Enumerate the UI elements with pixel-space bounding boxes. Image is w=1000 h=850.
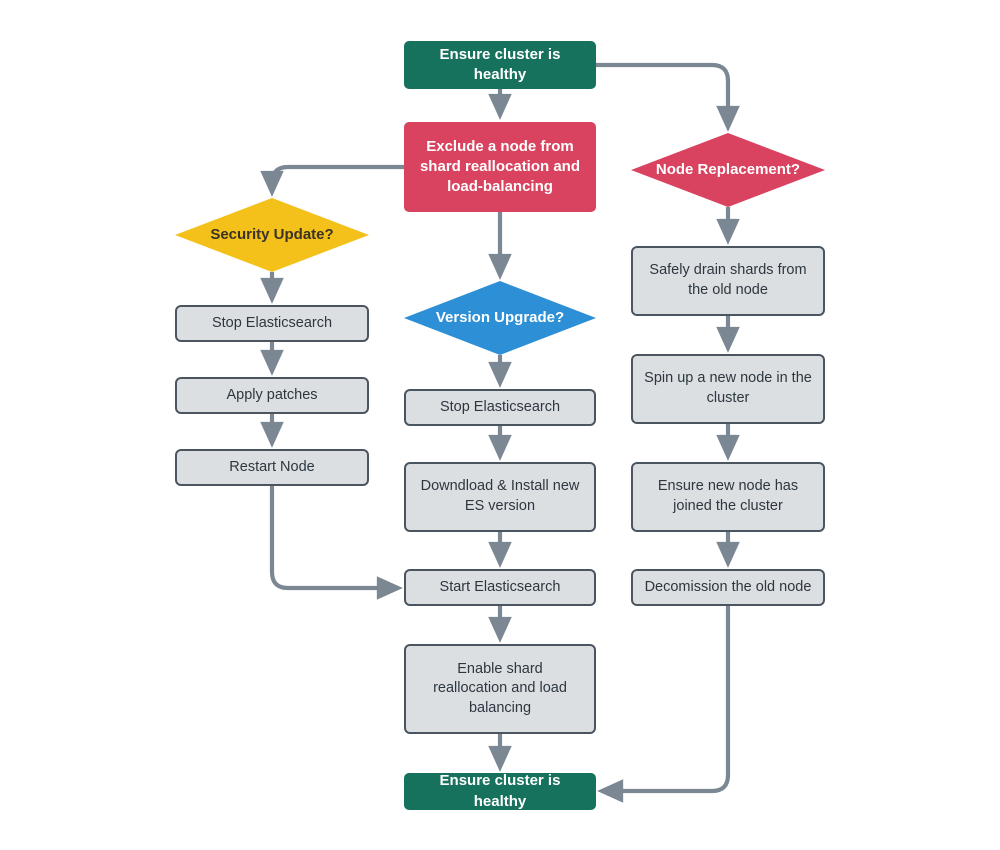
node-drain-shards[interactable]: Safely drain shards from the old node	[631, 246, 825, 316]
node-ensure-node-joined[interactable]: Ensure new node has joined the cluster	[631, 462, 825, 532]
node-label: Stop Elasticsearch	[439, 398, 561, 415]
node-label: Decomission the old node	[644, 578, 812, 595]
node-start-elasticsearch[interactable]: Start Elasticsearch	[404, 569, 596, 606]
edge-decomission-to-end-health	[597, 606, 731, 803]
node-label: Node Replacement?	[655, 160, 801, 178]
node-exclude-node[interactable]: Exclude a node from shard reallocation a…	[404, 122, 596, 212]
node-spin-up-node[interactable]: Spin up a new node in the cluster	[631, 354, 825, 424]
node-end-health[interactable]: Ensure cluster is healthy	[404, 772, 596, 810]
node-label: Downdload & Install new ES version	[420, 478, 580, 514]
edge-exclude-node-to-security-update	[260, 164, 404, 197]
node-label: Version Upgrade?	[435, 308, 565, 326]
node-version-upgrade[interactable]: Version Upgrade?	[404, 281, 596, 355]
node-label: Exclude a node from shard reallocation a…	[419, 137, 581, 196]
node-label: Security Update?	[210, 225, 334, 243]
node-label: Stop Elasticsearch	[211, 314, 333, 331]
node-node-replacement[interactable]: Node Replacement?	[631, 133, 825, 207]
node-label: Apply patches	[226, 386, 318, 403]
node-label: Ensure cluster is healthy	[439, 45, 561, 83]
node-label: Safely drain shards from the old node	[649, 262, 807, 298]
node-label: Start Elasticsearch	[439, 578, 561, 595]
node-label: Enable shard reallocation and load balan…	[433, 660, 567, 716]
node-enable-shard-reallocation[interactable]: Enable shard reallocation and load balan…	[404, 644, 596, 734]
node-stop-elasticsearch-mid[interactable]: Stop Elasticsearch	[404, 389, 596, 426]
diamond-shape-icon	[175, 198, 369, 272]
node-start-health[interactable]: Ensure cluster is healthy	[404, 41, 596, 89]
node-stop-elasticsearch-left[interactable]: Stop Elasticsearch	[175, 305, 369, 342]
node-decomission-old-node[interactable]: Decomission the old node	[631, 569, 825, 606]
node-download-install-es[interactable]: Downdload & Install new ES version	[404, 462, 596, 532]
node-restart-node[interactable]: Restart Node	[175, 449, 369, 486]
node-security-update[interactable]: Security Update?	[175, 198, 369, 272]
node-label: Spin up a new node in the cluster	[644, 370, 812, 406]
node-label: Ensure new node has joined the cluster	[657, 478, 799, 514]
edge-restart-node-to-start-elasticsearch	[269, 486, 403, 600]
node-label: Ensure cluster is healthy	[439, 772, 561, 810]
diamond-shape-icon	[404, 281, 596, 355]
edge-start-health-to-node-replacement	[596, 62, 740, 132]
node-apply-patches[interactable]: Apply patches	[175, 377, 369, 414]
diamond-shape-icon	[631, 133, 825, 207]
node-label: Restart Node	[229, 458, 315, 475]
